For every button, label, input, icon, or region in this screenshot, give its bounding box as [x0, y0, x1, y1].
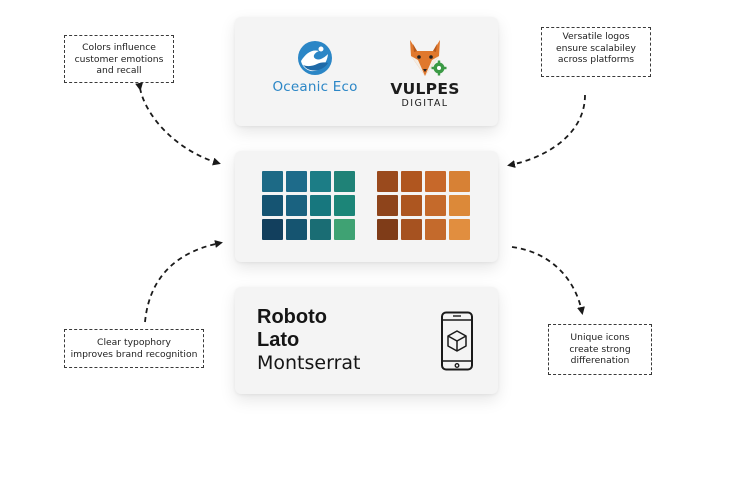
note-icons-line-3: differenation	[570, 355, 630, 366]
note-icons-line-1: Unique icons	[570, 332, 630, 343]
note-logos-line-3: across platforms	[557, 54, 635, 65]
orange-swatch	[425, 171, 446, 192]
teal-swatch	[286, 171, 307, 192]
note-colors-line-1: Colors influence	[82, 42, 156, 53]
teal-swatch	[334, 195, 355, 216]
vulpes-subtitle: DIGITAL	[401, 98, 449, 109]
vulpes-name: VULPES	[390, 80, 460, 98]
fox-gear-icon	[410, 40, 447, 76]
orange-swatch	[401, 219, 422, 240]
orange-swatch	[377, 219, 398, 240]
teal-swatch	[286, 195, 307, 216]
vulpes-digital-logo: VULPES DIGITAL	[379, 36, 471, 109]
teal-swatch	[334, 219, 355, 240]
teal-swatch	[310, 195, 331, 216]
oceanic-eco-name: Oceanic Eco	[272, 79, 358, 95]
note-icons: Unique icons create strong differenation	[548, 324, 652, 375]
note-typography: Clear typophory improves brand recogniti…	[64, 329, 204, 368]
oceanic-eco-logo: Oceanic Eco	[259, 40, 371, 95]
font-sample-lato: Lato	[257, 329, 300, 351]
teal-swatch	[310, 171, 331, 192]
logos-card: Oceanic Eco VULPES DIGITAL	[235, 17, 498, 126]
teal-swatch	[310, 219, 331, 240]
orange-swatch	[401, 171, 422, 192]
arrow-logos-note	[507, 94, 586, 168]
orange-swatch	[425, 195, 446, 216]
arrow-icons-note	[511, 246, 585, 315]
note-typography-line-2: improves brand recognition	[70, 348, 198, 360]
teal-swatch	[262, 219, 283, 240]
orange-swatch	[377, 195, 398, 216]
teal-swatch-row	[262, 219, 358, 240]
orange-swatch	[425, 219, 446, 240]
orange-swatch-row	[377, 219, 473, 240]
font-sample-montserrat: Montserrat	[257, 352, 361, 374]
arrow-colors-note	[135, 82, 221, 166]
note-colors: Colors influence customer emotions and r…	[64, 35, 174, 83]
note-logos-line-2: ensure scalabiley	[556, 42, 636, 54]
orange-swatch-row	[377, 171, 473, 192]
orange-swatch	[401, 195, 422, 216]
smartphone-cube-icon	[441, 311, 473, 371]
teal-swatch	[262, 195, 283, 216]
note-logos: Versatile logos ensure scalabiley across…	[541, 27, 651, 77]
note-typography-line-1: Clear typophory	[97, 337, 171, 348]
orange-swatch	[449, 195, 470, 216]
color-palettes-card	[235, 151, 498, 262]
note-icons-line-2: create strong	[569, 343, 631, 355]
orange-swatch	[377, 171, 398, 192]
wave-icon	[298, 41, 332, 75]
teal-swatch	[262, 171, 283, 192]
teal-palette	[262, 171, 358, 243]
teal-swatch-row	[262, 195, 358, 216]
teal-swatch-row	[262, 171, 358, 192]
orange-swatch	[449, 219, 470, 240]
arrow-typography-note	[144, 240, 223, 323]
orange-swatch-row	[377, 195, 473, 216]
typography-card: Roboto Lato Montserrat	[235, 287, 498, 394]
orange-swatch	[449, 171, 470, 192]
font-sample-roboto: Roboto	[257, 306, 327, 328]
note-colors-line-2: customer emotions	[74, 53, 164, 65]
teal-swatch	[334, 171, 355, 192]
note-logos-line-1: Versatile logos	[562, 31, 630, 42]
note-colors-line-3: and recall	[96, 65, 142, 76]
orange-palette	[377, 171, 473, 243]
teal-swatch	[286, 219, 307, 240]
